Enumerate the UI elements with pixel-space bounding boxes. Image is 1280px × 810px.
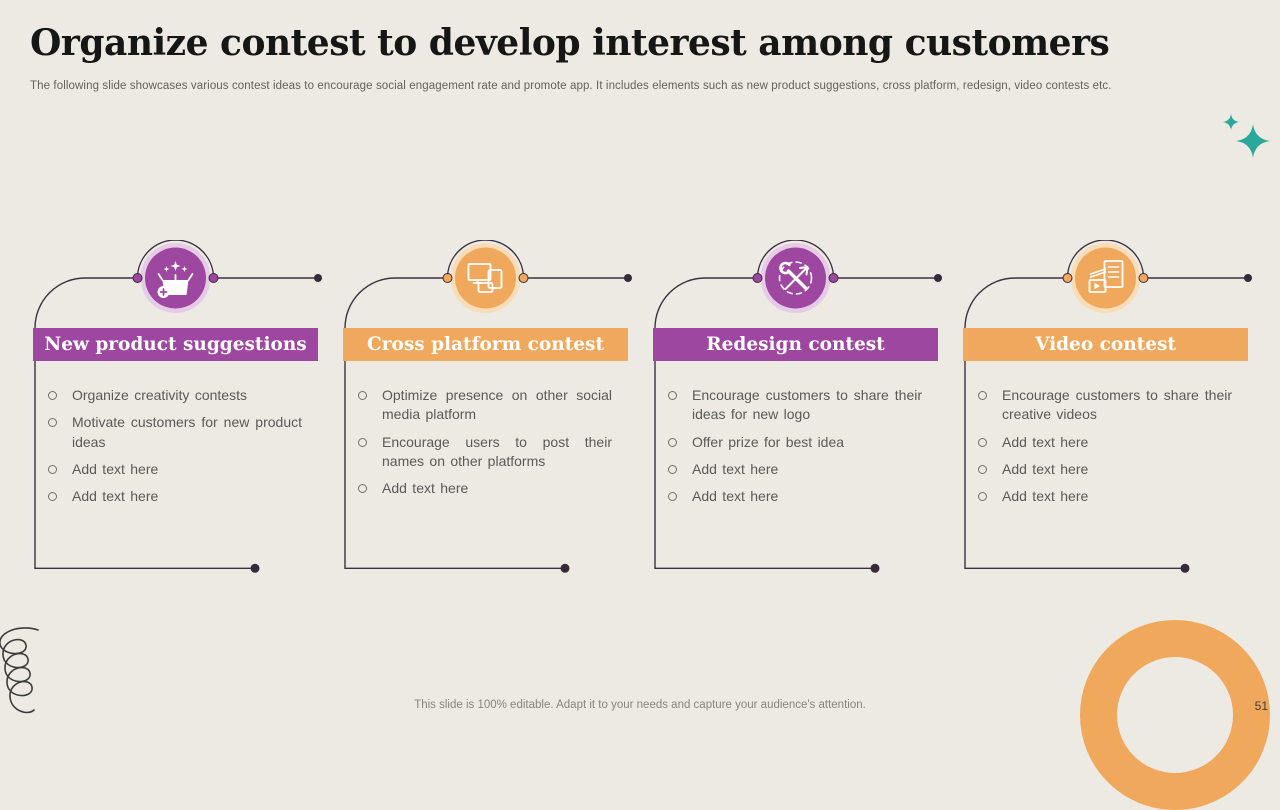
card-connector [654,240,942,573]
bullet-item: Add text here [975,460,1232,479]
card-connector [344,240,632,573]
bullet-item: Encourage customers to share their ideas… [665,386,922,425]
card-connector [964,240,1252,573]
sparkles-icon [1223,114,1270,158]
bullet-item: Offer prize for best idea [665,433,922,452]
card-header: Video contest [963,328,1248,361]
card-header: New product suggestions [33,328,318,361]
donut-shape [1080,620,1270,810]
bullet-item: Add text here [975,433,1232,452]
bullet-item: Encourage customers to share their creat… [975,386,1232,425]
bullet-item: Add text here [45,487,302,506]
slide-title: Organize contest to develop interest amo… [30,22,1110,64]
bullet-item: Add text here [665,487,922,506]
bullet-item: Add text here [665,460,922,479]
card-header: Cross platform contest [343,328,628,361]
wrench-arrow-icon [778,261,813,295]
card-connector [34,240,322,573]
contest-card: Redesign contest Encourage customers to … [653,240,948,580]
slide-subtitle: The following slide showcases various co… [30,80,1112,92]
card-header: Redesign contest [653,328,938,361]
bullet-item: Add text here [355,479,612,498]
bullet-list: Encourage customers to share their creat… [975,386,1232,515]
bullet-item: Add text here [975,487,1232,506]
bullet-list: Encourage customers to share their ideas… [665,386,922,515]
video-document-icon [1088,260,1124,293]
bullet-item: Optimize presence on other social media … [355,386,612,425]
footer-note: This slide is 100% editable. Adapt it to… [414,699,866,711]
bullet-item: Add text here [45,460,302,479]
bullet-item: Organize creativity contests [45,386,302,405]
gift-box-icon [157,261,194,298]
bullet-list: Optimize presence on other social media … [355,386,612,507]
spiral-doodle [0,627,39,714]
page-number: 51 [1254,699,1268,713]
cross-platform-devices-icon [467,263,503,293]
contest-card: Video contest Encourage customers to sha… [963,240,1258,580]
contest-card: Cross platform contest Optimize presence… [343,240,638,580]
bullet-item: Encourage users to post their names on o… [355,433,612,472]
bullet-item: Motivate customers for new product ideas [45,413,302,452]
contest-card: New product suggestions Organize creativ… [33,240,328,580]
